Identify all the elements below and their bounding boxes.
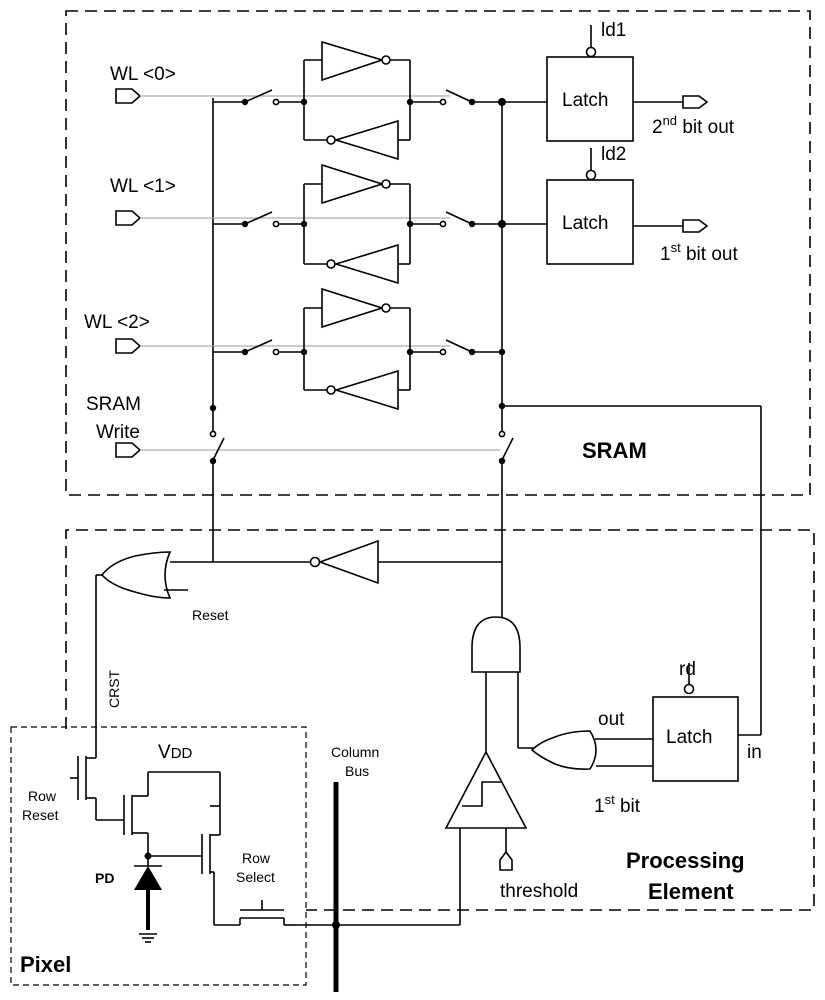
column-bus-label-1: Column: [331, 744, 379, 760]
first-bit-label: 1st bit: [594, 792, 641, 817]
wordline-label-2: WL <2>: [84, 312, 150, 333]
threshold-input: [499, 850, 513, 871]
crst-label: CRST: [106, 669, 122, 708]
row-reset-label-1: Row: [28, 788, 57, 804]
latch-middle-label: Latch: [562, 213, 608, 234]
row-select-label-1: Row: [242, 850, 271, 866]
latch-pe: [652, 663, 739, 782]
photodiode: [134, 852, 162, 943]
wordline-label-1: WL <1>: [110, 176, 176, 197]
vdd-label: VDD: [158, 742, 193, 763]
pixel-title: Pixel: [20, 952, 71, 977]
junction-dot: [498, 348, 506, 356]
sram-block-outline: [65, 10, 811, 496]
sram-cell-2: [213, 287, 502, 411]
sram-cell-1: [213, 163, 502, 285]
bit1-out-label: 1st bit out: [660, 240, 738, 265]
reset-label: Reset: [192, 607, 229, 623]
bit2-output-arrow: [682, 95, 709, 109]
pd-label: PD: [95, 870, 114, 886]
wordline-input-0: [115, 88, 450, 104]
wordline-input-1: [115, 210, 450, 226]
latch-top: [502, 25, 709, 142]
rd-label: rd: [679, 659, 696, 680]
comparator: [444, 750, 528, 925]
pe-latch-label: Latch: [666, 727, 712, 748]
write-switch-right: [498, 402, 514, 465]
ld1-label: ld1: [601, 20, 626, 41]
write-switch-left: [209, 404, 225, 465]
row-reset-label-2: Reset: [22, 807, 59, 823]
column-bus-label-2: Bus: [345, 763, 369, 779]
bit1-output-arrow: [682, 219, 709, 233]
or-gate-reset: [95, 551, 188, 758]
source-follower-transistor: [123, 771, 221, 857]
sram-cell-0: [213, 40, 502, 161]
out-label: out: [598, 709, 625, 730]
reset-transistor: [70, 756, 124, 821]
row-select-label-2: Select: [236, 869, 275, 885]
inverter: [170, 539, 379, 585]
wordline-input-2: [115, 338, 450, 354]
latch-top-label: Latch: [562, 90, 608, 111]
junction-dot: [332, 921, 340, 929]
sram-title: SRAM: [582, 438, 647, 463]
pe-title-1: Processing: [626, 848, 745, 873]
sram-write-input: [115, 442, 500, 458]
and-gate: [471, 616, 540, 758]
ld2-label: ld2: [601, 144, 626, 165]
latch-middle: [502, 148, 709, 265]
threshold-label: threshold: [500, 881, 578, 902]
sram-write-label-1: SRAM: [86, 394, 141, 415]
pixel-block-outline: [10, 726, 307, 986]
in-label: in: [747, 742, 762, 763]
wordline-label-0: WL <0>: [110, 64, 176, 85]
pe-title-2: Element: [648, 879, 734, 904]
bit2-out-label: 2nd bit out: [652, 113, 735, 138]
or-gate-first-bit: [530, 730, 653, 770]
sram-write-label-2: Write: [96, 422, 140, 443]
row-select-transistor: [201, 805, 296, 926]
